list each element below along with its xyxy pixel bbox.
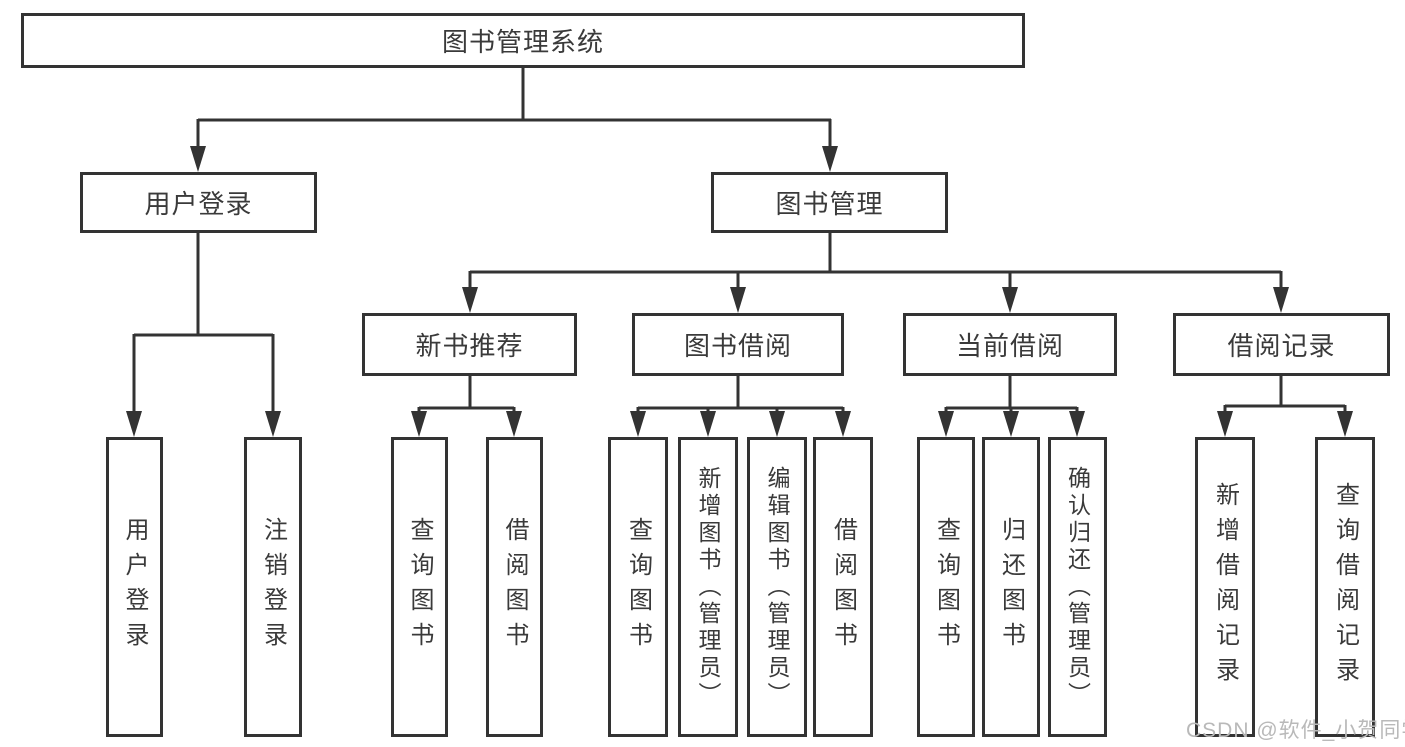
node-label: 图书借阅 (683, 331, 792, 361)
node-label: 查询图书 (624, 517, 652, 657)
node-label: 查询借阅记录 (1331, 482, 1359, 692)
node-borrowing-records: 借阅记录 (1173, 313, 1390, 376)
csdn-watermark: CSDN @软件_小贺同学 (1186, 719, 1405, 742)
node-label: 图书管理系统 (441, 27, 604, 57)
node-label: 用户登录 (121, 517, 148, 657)
node-label: 归还图书 (997, 517, 1025, 657)
node-label: 确认归还（管理员） (1064, 465, 1091, 709)
node-user-login-leaf: 用户登录 (106, 437, 163, 737)
node-label: 新增借阅记录 (1211, 482, 1239, 692)
node-library-management-system: 图书管理系统 (21, 13, 1025, 68)
node-label: 借阅图书 (829, 517, 857, 657)
node-add-books-admin: 新增图书（管理员） (678, 437, 738, 737)
node-borrow-books-borrowing: 借阅图书 (813, 437, 873, 737)
node-label: 借阅记录 (1227, 331, 1336, 361)
node-new-book-recommendation: 新书推荐 (362, 313, 577, 376)
connector (132, 68, 1347, 416)
node-label: 注销登录 (259, 517, 287, 657)
node-query-books-recommend: 查询图书 (391, 437, 448, 737)
node-label: 新增图书（管理员） (695, 465, 721, 709)
node-book-management: 图书管理 (711, 172, 948, 233)
node-label: 借阅图书 (501, 517, 528, 657)
node-confirm-return-admin: 确认归还（管理员） (1048, 437, 1107, 737)
node-label: 编辑图书（管理员） (764, 465, 790, 709)
node-label: 查询图书 (932, 517, 960, 657)
node-label: 用户登录 (144, 189, 253, 219)
node-label: 新书推荐 (415, 331, 524, 361)
node-current-borrowing: 当前借阅 (903, 313, 1117, 376)
node-label: 图书管理 (775, 189, 884, 219)
connector-arrowheads (126, 146, 1353, 437)
node-label: 查询图书 (406, 517, 433, 657)
node-add-borrow-record: 新增借阅记录 (1195, 437, 1255, 737)
node-user-login: 用户登录 (80, 172, 317, 233)
node-query-books-current: 查询图书 (917, 437, 975, 737)
node-return-books: 归还图书 (982, 437, 1040, 737)
node-query-books-borrowing: 查询图书 (608, 437, 668, 737)
node-borrow-books-recommend: 借阅图书 (486, 437, 543, 737)
node-book-borrowing: 图书借阅 (632, 313, 844, 376)
node-edit-books-admin: 编辑图书（管理员） (747, 437, 807, 737)
node-query-borrow-record: 查询借阅记录 (1315, 437, 1375, 737)
node-label: 当前借阅 (955, 331, 1064, 361)
node-logout-login: 注销登录 (244, 437, 302, 737)
